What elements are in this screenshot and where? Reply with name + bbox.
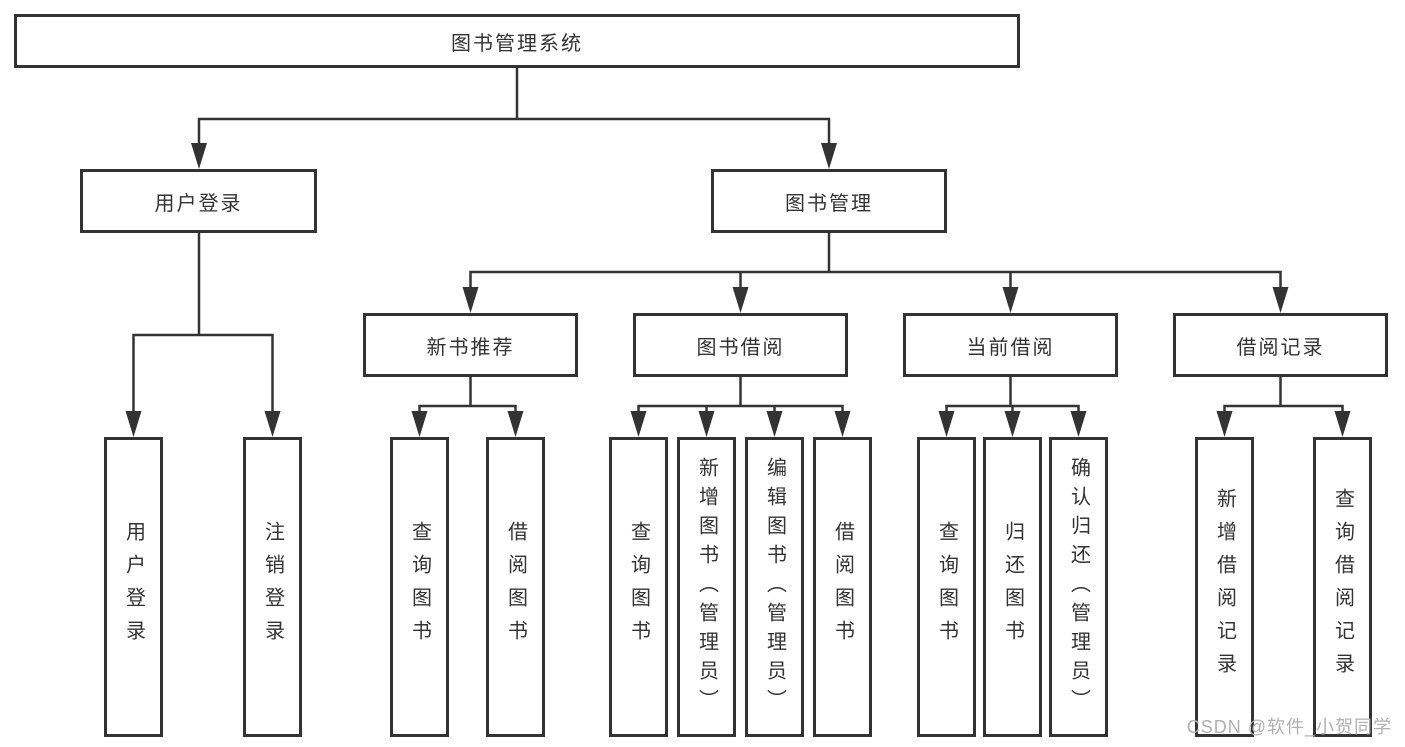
node-book-management-label: 图书管理 [785,192,873,215]
leaf-current-confirm-return-admin-label: 确认归还（管理员） [1067,456,1090,718]
node-root: 图书管理系统 [14,14,1020,68]
node-book-management: 图书管理 [711,169,947,233]
node-current-borrow: 当前借阅 [903,313,1118,377]
node-borrow-record: 借阅记录 [1173,313,1388,377]
node-user-login-label: 用户登录 [154,192,243,215]
leaf-borrow-borrow-books-label: 借阅图书 [831,521,854,653]
leaf-record-add-borrow-record: 新增借阅记录 [1195,437,1254,737]
leaf-record-add-borrow-record-label: 新增借阅记录 [1213,488,1236,686]
leaf-user-login-label: 用户登录 [122,521,145,653]
leaf-user-login: 用户登录 [104,437,163,737]
leaf-current-return-books-label: 归还图书 [1001,521,1024,653]
node-new-book-recommend: 新书推荐 [363,313,578,377]
leaf-record-query-borrow-record-label: 查询借阅记录 [1331,488,1354,686]
leaf-borrow-query-books-label: 查询图书 [627,521,650,653]
node-book-borrow-label: 图书借阅 [696,336,785,359]
node-borrow-record-label: 借阅记录 [1236,336,1325,359]
leaf-record-query-borrow-record: 查询借阅记录 [1313,437,1372,737]
leaf-borrow-edit-books-admin: 编辑图书（管理员） [745,437,804,737]
leaf-borrow-query-books: 查询图书 [609,437,668,737]
leaf-newbook-query-books: 查询图书 [390,437,449,737]
leaf-borrow-borrow-books: 借阅图书 [813,437,872,737]
node-new-book-recommend-label: 新书推荐 [426,336,515,359]
node-book-borrow: 图书借阅 [633,313,848,377]
leaf-current-query-books: 查询图书 [917,437,976,737]
node-current-borrow-label: 当前借阅 [966,336,1055,359]
leaf-newbook-query-books-label: 查询图书 [408,521,431,653]
leaf-newbook-borrow-books: 借阅图书 [486,437,545,737]
leaf-borrow-edit-books-admin-label: 编辑图书（管理员） [763,456,786,718]
csdn-watermark: CSDN @软件_小贺同学 [1186,717,1392,737]
leaf-current-query-books-label: 查询图书 [935,521,958,653]
leaf-newbook-borrow-books-label: 借阅图书 [504,521,527,653]
leaf-borrow-add-books-admin-label: 新增图书（管理员） [695,456,718,718]
leaf-borrow-add-books-admin: 新增图书（管理员） [677,437,736,737]
leaf-logout-label: 注销登录 [261,521,284,653]
node-root-label: 图书管理系统 [451,32,583,55]
leaf-logout: 注销登录 [243,437,302,737]
leaf-current-return-books: 归还图书 [983,437,1042,737]
node-user-login: 用户登录 [80,169,317,233]
leaf-current-confirm-return-admin: 确认归还（管理员） [1049,437,1108,737]
